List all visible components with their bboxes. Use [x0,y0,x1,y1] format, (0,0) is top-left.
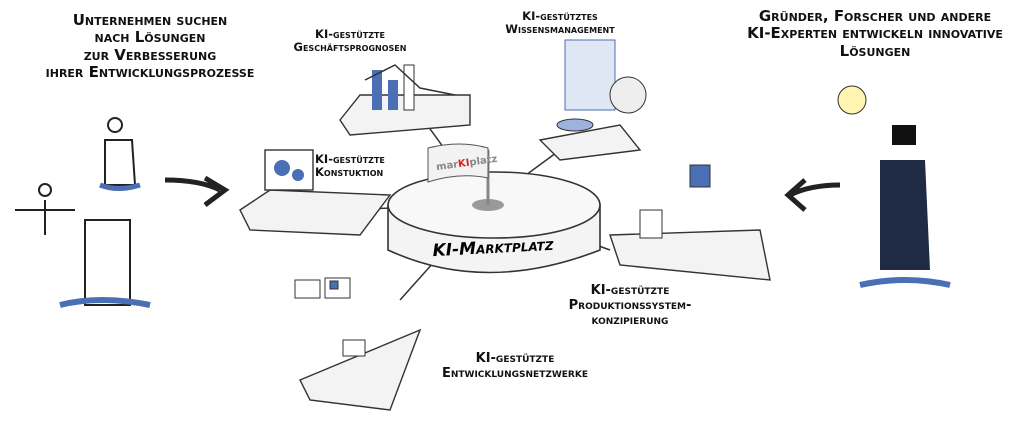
knowledge-plate [538,124,642,161]
construction-plate [239,189,392,236]
arrow-right-icon [164,175,230,207]
building-icon [59,219,151,308]
arrow-left-icon [784,178,841,212]
marketplace-disc [387,143,601,274]
network-icons [294,164,711,357]
businessman-icon [15,117,141,235]
inventor-icon [837,85,951,288]
spreadsheet-icon [556,39,647,132]
gear-icon [274,160,304,181]
experts-caption: Gründer, Forscher und andere KI-Experten… [747,7,1003,60]
networks-plate [299,328,422,411]
networks-caption: KI-gestützte Entwicklungsnetzwerke [441,351,588,381]
forecasts-caption: KI-gestützte Geschäftsprognosen [293,27,407,55]
construction-caption: KI-gestützte Konstuktion [315,152,385,180]
production-caption: KI-gestützte Produktionssystem- konzipie… [568,283,692,328]
knowledge-caption: KI-gestütztes Wissensmanagement [505,9,615,37]
production-plate [609,229,771,281]
chart-icon [364,64,456,111]
companies-caption: Unternehmen suchen nach Lösungen zur Ver… [45,11,255,81]
